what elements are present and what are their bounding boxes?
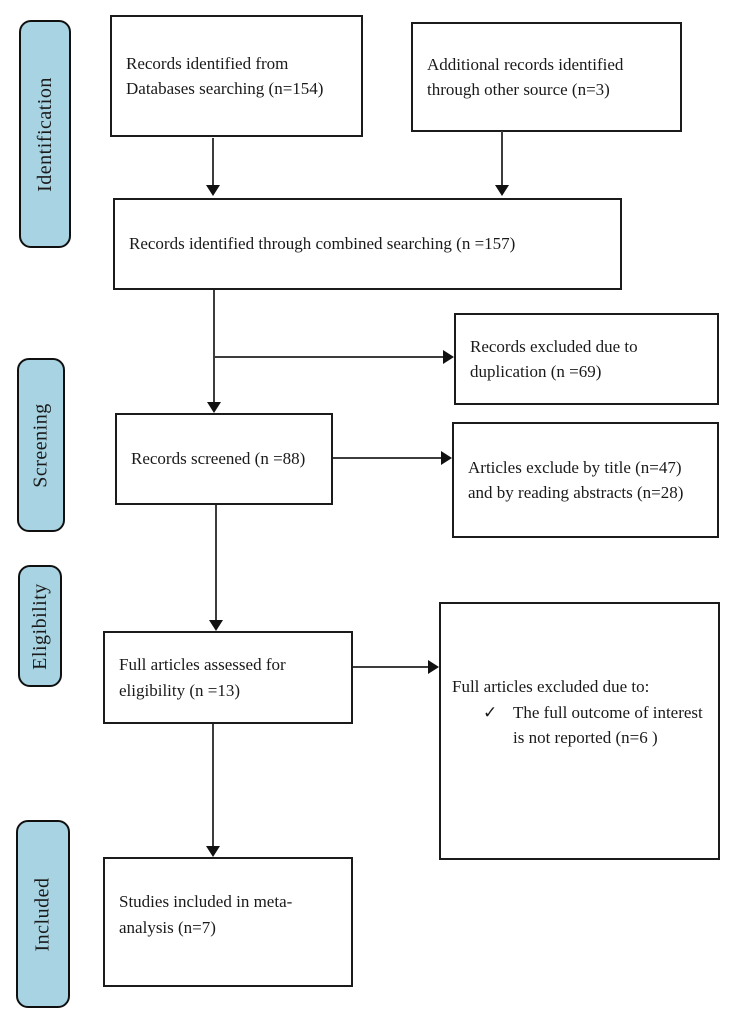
box-text: Additional records identified through ot…: [427, 54, 624, 100]
arrowhead-down-icon: [495, 185, 509, 196]
arrow-line: [212, 138, 214, 186]
arrowhead-down-icon: [207, 402, 221, 413]
arrowhead-right-icon: [441, 451, 452, 465]
box-records-excluded-duplication: Records excluded due to duplication (n =…: [454, 313, 719, 405]
arrowhead-right-icon: [443, 350, 454, 364]
arrow-line: [215, 505, 217, 621]
stage-label-text: Included: [31, 877, 54, 951]
box-additional-records-other-source: Additional records identified through ot…: [411, 22, 682, 132]
arrowhead-down-icon: [206, 846, 220, 857]
box-text: Records excluded due to duplication (n =…: [470, 336, 638, 382]
box-text: Full articles assessed for eligibility (…: [119, 655, 286, 700]
box-records-screened: Records screened (n =88): [115, 413, 333, 505]
stage-label-included: Included: [16, 820, 70, 1008]
box-content: Full articles excluded due to: ✓ The ful…: [441, 604, 718, 751]
stage-label-text: Identification: [33, 76, 56, 192]
box-text: Studies included in meta- analysis (n=7): [119, 892, 293, 937]
arrow-line: [353, 666, 428, 668]
excluded-bullet-item: ✓ The full outcome of interest is not re…: [483, 700, 712, 751]
checkmark-icon: ✓: [483, 702, 498, 722]
box-full-articles-excluded: Full articles excluded due to: ✓ The ful…: [439, 602, 720, 860]
excluded-heading: Full articles excluded due to:: [452, 677, 650, 696]
arrowhead-down-icon: [206, 185, 220, 196]
stage-label-text: Eligibility: [28, 582, 51, 670]
excluded-bullet-text: The full outcome of interest is not repo…: [513, 702, 703, 748]
stage-label-text: Screening: [29, 402, 52, 488]
arrowhead-right-icon: [428, 660, 439, 674]
box-records-identified-databases: Records identified from Databases search…: [110, 15, 363, 137]
arrow-line: [214, 356, 443, 358]
arrow-line: [212, 724, 214, 847]
stage-label-screening: Screening: [17, 358, 65, 532]
box-full-articles-assessed: Full articles assessed for eligibility (…: [103, 631, 353, 724]
box-studies-included-meta-analysis: Studies included in meta- analysis (n=7): [103, 857, 353, 987]
box-records-combined-searching: Records identified through combined sear…: [113, 198, 622, 290]
box-text: Records identified from Databases search…: [126, 53, 324, 99]
arrow-line: [213, 290, 215, 403]
box-articles-excluded-title-abstract: Articles exclude by title (n=47) and by …: [452, 422, 719, 538]
box-text: Records screened (n =88): [131, 449, 306, 469]
box-text: Articles exclude by title (n=47) and by …: [468, 457, 684, 503]
arrowhead-down-icon: [209, 620, 223, 631]
stage-label-eligibility: Eligibility: [18, 565, 62, 687]
arrow-line: [501, 131, 503, 186]
box-text: Records identified through combined sear…: [129, 234, 516, 254]
arrow-line: [333, 457, 441, 459]
stage-label-identification: Identification: [19, 20, 71, 248]
